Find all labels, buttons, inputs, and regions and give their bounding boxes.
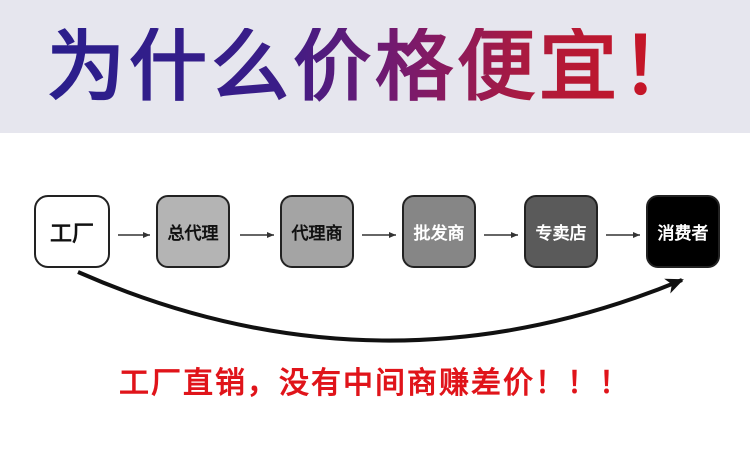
page-title: 为什么价格便宜！ <box>46 21 703 112</box>
node-general-agent: 总代理 <box>156 195 230 268</box>
node-store: 专卖店 <box>524 195 598 268</box>
node-agent: 代理商 <box>280 195 354 268</box>
direct-sale-curve-arrow <box>77 270 684 343</box>
slogan-text: 工厂直销，没有中间商赚差价！！！ <box>119 366 631 401</box>
node-consumer: 消费者 <box>646 195 720 268</box>
title-banner: 为什么价格便宜！ <box>0 0 750 133</box>
node-factory: 工厂 <box>34 195 110 268</box>
node-wholesaler: 批发商 <box>402 195 476 268</box>
